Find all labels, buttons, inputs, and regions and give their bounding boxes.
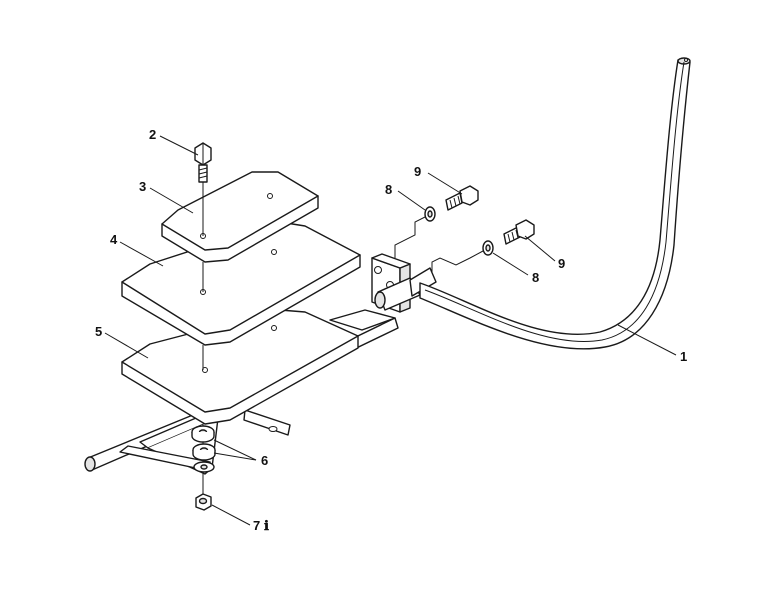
plate-5	[121, 309, 359, 425]
nut-7	[195, 493, 212, 511]
callout-3: 3	[139, 179, 146, 194]
callout-8-upper: 8	[385, 182, 392, 197]
callout-4: 4	[110, 232, 118, 247]
fastener-axis-lines	[394, 216, 484, 272]
bent-tube-frame	[419, 57, 691, 350]
bolt-9-lower	[503, 219, 535, 245]
callout-9-lower: 9	[558, 256, 565, 271]
washer-8-lower	[482, 240, 494, 256]
bolt-2	[194, 142, 212, 183]
callout-2: 2	[149, 127, 156, 142]
callouts: 2 3 4 5 6 7 ℹ 8 8 9 9 1	[95, 127, 687, 533]
mounting-bracket	[371, 253, 437, 313]
washer-8-upper	[424, 206, 436, 222]
callout-5: 5	[95, 324, 102, 339]
callout-1: 1	[680, 349, 687, 364]
callout-6: 6	[261, 453, 268, 468]
plate-3	[161, 171, 319, 263]
callout-8-lower: 8	[532, 270, 539, 285]
callout-9-upper: 9	[414, 164, 421, 179]
bolt-9-upper	[445, 185, 479, 211]
washers-6	[191, 425, 216, 473]
leader-lines	[104, 135, 677, 526]
callout-7: 7	[253, 518, 260, 533]
info-icon: ℹ	[264, 518, 269, 533]
plate-4	[121, 221, 361, 346]
